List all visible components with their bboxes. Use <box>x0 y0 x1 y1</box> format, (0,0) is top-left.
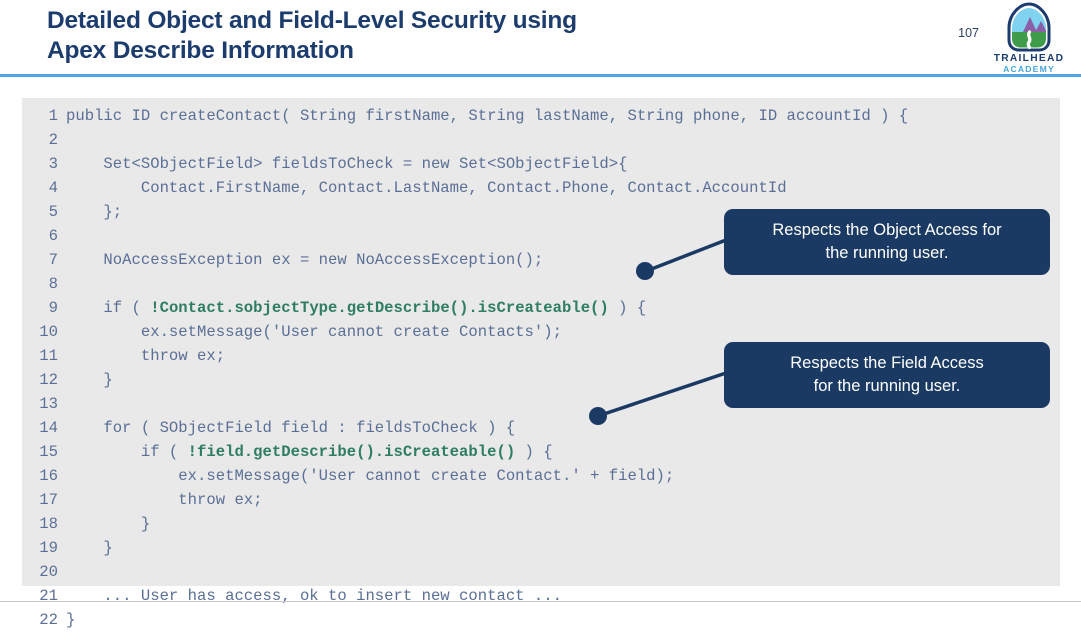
code-line-text: throw ex; <box>66 491 263 509</box>
code-highlight: !Contact.sobjectType.getDescribe().isCre… <box>150 299 609 317</box>
code-line-number: 11 <box>39 347 58 365</box>
code-line: 11 throw ex; <box>32 347 1060 371</box>
code-line: 19 } <box>32 539 1060 563</box>
callout-object-access: Respects the Object Access for the runni… <box>724 209 1050 275</box>
code-line-number: 20 <box>39 563 58 581</box>
slide-header: Detailed Object and Field-Level Security… <box>0 0 1081 77</box>
code-line-number: 6 <box>48 227 58 245</box>
code-line: 15 if ( !field.getDescribe().isCreateabl… <box>32 443 1060 467</box>
code-line-text: ex.setMessage('User cannot create Contac… <box>66 323 562 341</box>
callout-field-access: Respects the Field Access for the runnin… <box>724 342 1050 408</box>
code-line: 21 ... User has access, ok to insert new… <box>32 587 1060 611</box>
page-title: Detailed Object and Field-Level Security… <box>47 6 847 66</box>
code-line: 7 NoAccessException ex = new NoAccessExc… <box>32 251 1060 275</box>
code-line-number: 3 <box>48 155 58 173</box>
code-line-text: ex.setMessage('User cannot create Contac… <box>66 467 675 485</box>
code-line-number: 22 <box>39 611 58 629</box>
code-line: 9 if ( !Contact.sobjectType.getDescribe(… <box>32 299 1060 323</box>
code-line: 3 Set<SObjectField> fieldsToCheck = new … <box>32 155 1060 179</box>
code-line: 18 } <box>32 515 1060 539</box>
page-title-line-1: Detailed Object and Field-Level Security… <box>47 7 577 34</box>
code-line: 10 ex.setMessage('User cannot create Con… <box>32 323 1060 347</box>
code-line: 14 for ( SObjectField field : fieldsToCh… <box>32 419 1060 443</box>
code-line-number: 21 <box>39 587 58 605</box>
header-branding: 107 TRAILHEAD ACADEMY <box>958 2 1067 74</box>
code-line-text: if ( !field.getDescribe().isCreateable()… <box>66 443 553 461</box>
header-divider <box>0 74 1081 77</box>
code-line: 1 public ID createContact( String firstNa… <box>32 107 1060 131</box>
code-line-text: public ID createContact( String firstNam… <box>66 107 909 125</box>
code-line-text: for ( SObjectField field : fieldsToCheck… <box>66 419 516 437</box>
footer-divider <box>0 601 1081 602</box>
code-line: 22} <box>32 611 1060 635</box>
code-line: 17 throw ex; <box>32 491 1060 515</box>
code-line: 5 }; <box>32 203 1060 227</box>
callout-object-access-line-2: the running user. <box>825 244 949 262</box>
code-line: 2 <box>32 131 1060 155</box>
code-line-text: } <box>66 371 113 389</box>
code-line-text: } <box>66 539 113 557</box>
callout-field-access-line-1: Respects the Field Access <box>790 354 984 372</box>
page-number: 107 <box>958 26 979 40</box>
code-line: 4 Contact.FirstName, Contact.LastName, C… <box>32 179 1060 203</box>
trailhead-academy-logo: TRAILHEAD ACADEMY <box>991 2 1067 74</box>
logo-subtitle: ACADEMY <box>1003 64 1055 74</box>
code-line: 20 <box>32 563 1060 587</box>
code-line-text: NoAccessException ex = new NoAccessExcep… <box>66 251 544 269</box>
code-line-number: 2 <box>48 131 58 149</box>
code-line-number: 18 <box>39 515 58 533</box>
code-line: 13 <box>32 395 1060 419</box>
code-line-text: if ( !Contact.sobjectType.getDescribe().… <box>66 299 647 317</box>
code-line-number: 17 <box>39 491 58 509</box>
code-line-number: 14 <box>39 419 58 437</box>
code-line-number: 7 <box>48 251 58 269</box>
code-line-text: throw ex; <box>66 347 226 365</box>
code-lines: 1 public ID createContact( String firstNa… <box>32 107 1060 635</box>
code-line-number: 4 <box>48 179 58 197</box>
code-line-number: 15 <box>39 443 58 461</box>
code-line-number: 1 <box>48 107 58 125</box>
code-line-text: Contact.FirstName, Contact.LastName, Con… <box>66 179 787 197</box>
code-line-text: }; <box>66 203 123 221</box>
code-line-number: 19 <box>39 539 58 557</box>
code-line-number: 13 <box>39 395 58 413</box>
code-line-number: 10 <box>39 323 58 341</box>
callout-object-access-line-1: Respects the Object Access for <box>772 221 1002 239</box>
code-highlight: !field.getDescribe().isCreateable() <box>187 443 516 461</box>
code-line-text: Set<SObjectField> fieldsToCheck = new Se… <box>66 155 628 173</box>
code-line: 8 <box>32 275 1060 299</box>
code-line: 16 ex.setMessage('User cannot create Con… <box>32 467 1060 491</box>
code-line-number: 9 <box>48 299 58 317</box>
code-line-text: ... User has access, ok to insert new co… <box>66 587 562 605</box>
code-line: 12 } <box>32 371 1060 395</box>
code-line-text: } <box>66 611 76 629</box>
callout-field-access-line-2: for the running user. <box>813 377 961 395</box>
code-line-number: 16 <box>39 467 58 485</box>
page-title-line-2: Apex Describe Information <box>47 37 354 64</box>
logo-wordmark: TRAILHEAD <box>993 53 1065 64</box>
code-line: 6 <box>32 227 1060 251</box>
trailhead-mountain-logo-icon <box>1007 2 1051 52</box>
code-line-text: } <box>66 515 151 533</box>
code-line-number: 5 <box>48 203 58 221</box>
code-line-number: 12 <box>39 371 58 389</box>
code-line-number: 8 <box>48 275 58 293</box>
